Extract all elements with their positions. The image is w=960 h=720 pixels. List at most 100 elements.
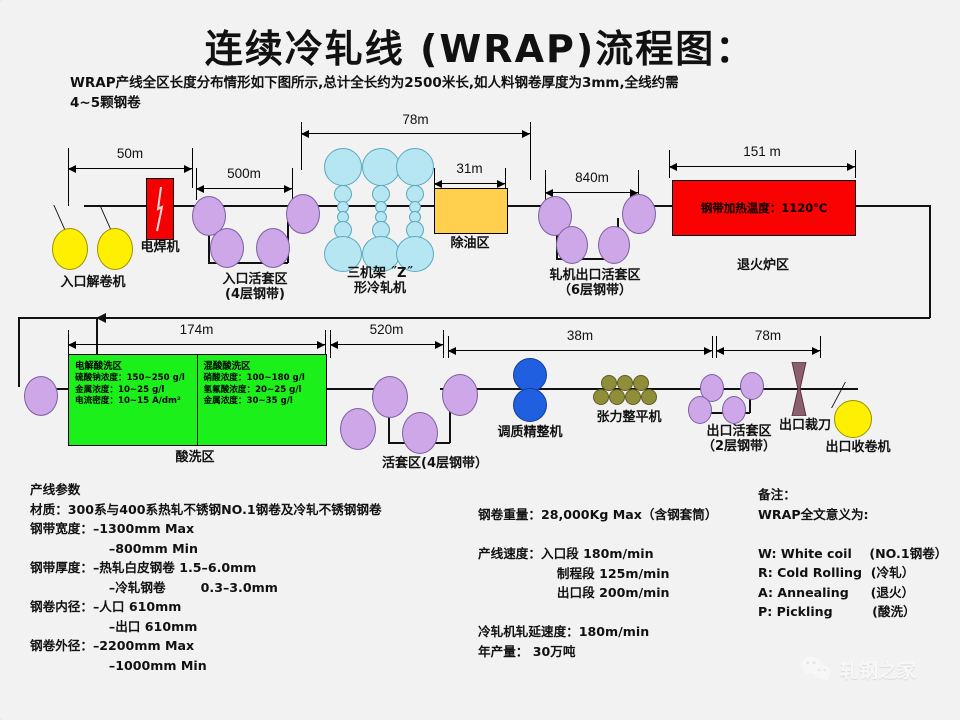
dim-label-174m: 174m (179, 322, 214, 337)
dim-line-78m (301, 129, 530, 138)
entry-looper-roller-bottom-right (256, 228, 290, 268)
pickling-electrolytic-line-3: 电流密度：10~15 A/dm² (75, 396, 181, 407)
entry-coil-2 (97, 228, 133, 270)
watermark: 轧钢之家 (800, 655, 916, 683)
pickling-mixed-acid-line-3: 金属浓度：30~35 g/l (203, 396, 293, 407)
welding-arc-icon (156, 186, 164, 232)
mill-stand-2 (360, 148, 400, 272)
label-row2-looper: 活套区(4层钢带） (382, 456, 488, 471)
row2-entry-roller (24, 376, 58, 416)
dim-label-520m: 520m (369, 322, 404, 337)
welding-machine-box (146, 178, 174, 240)
dim-line-520m (330, 340, 443, 349)
label-entry-looper: 入口活套区 (4层钢带) (222, 272, 288, 302)
label-temper-mill: 调质精整机 (497, 425, 563, 440)
pickling-electrolytic-line-1: 硫酸钠浓度：150~250 g/l (75, 373, 185, 384)
return-path-into-row2 (96, 317, 416, 319)
mill-exit-looper-roller-bottom-right (598, 226, 630, 264)
strip-path-welder-to-entry-looper (172, 205, 292, 207)
dim-tick-31m-right (505, 168, 506, 190)
dim-line-38m (448, 346, 712, 355)
row2-looper-roller-top-left (372, 376, 408, 418)
strip-path-mill-to-degrease (420, 205, 438, 207)
mill-stand-1-roller-top (324, 148, 362, 186)
dim-line-78m-row2 (716, 346, 820, 355)
degreasing-zone-box (434, 188, 508, 234)
pickling-electrolytic-line-2: 金属浓度：10~25 g/l (75, 384, 165, 395)
tension-leveler-roller-bottom-4 (641, 389, 657, 405)
tension-leveler-roller-top-2 (617, 375, 633, 391)
spec-block-line-parameters: 产线参数 材质：300系与400系热轧不锈钢NO.1钢卷及冷轧不锈钢钢卷 钢带宽… (30, 482, 382, 673)
page-title: 连续冷轧线 (WRAP)流程图： (204, 27, 756, 71)
return-path-left-vertical (18, 317, 20, 387)
dim-line-151m (669, 162, 855, 171)
entry-looper-roller-top-right (286, 194, 320, 234)
entry-looper-left-drop (208, 220, 210, 263)
dim-tick-151m-right (855, 150, 856, 178)
mill-exit-looper-roller-bottom-left (556, 226, 588, 264)
tension-leveler-roller-bottom-1 (593, 389, 609, 405)
dim-tick-500m-right (292, 168, 293, 200)
label-pickling-zone: 酸洗区 (175, 450, 215, 465)
exit-looper-roller-bottom-left (688, 396, 712, 424)
tension-leveler-roller-bottom-2 (609, 389, 625, 405)
row2-looper-roller-bottom-right (402, 412, 438, 454)
mill-stand-3 (394, 148, 434, 272)
dim-tick-78m-left (301, 122, 302, 170)
pickling-mixed-acid-line-1: 硝酸浓度：100~180 g/l (203, 373, 305, 384)
annealing-furnace-box: 钢带加热温度：1120℃ (672, 180, 856, 236)
dim-label-500m: 500m (227, 166, 261, 181)
dim-tick-520m-right (443, 330, 444, 358)
dim-label-50m: 50m (116, 146, 144, 161)
tension-leveler-roller-bottom-3 (625, 389, 641, 405)
dim-tick-38m-right (712, 336, 713, 358)
strip-path-degrease-to-exit-looper (500, 205, 550, 207)
dim-label-31m: 31m (456, 161, 483, 176)
dim-tick-50m-left (68, 148, 69, 206)
exit-looper-roller-top-right (740, 372, 764, 400)
mill-exit-looper-roller-top-right (622, 194, 656, 234)
dim-line-50m (68, 164, 192, 173)
dim-line-31m (434, 179, 505, 188)
spec-block-coil-and-speed: 钢卷重量：28,000Kg Max（含钢套筒） 产线速度：入口段 180m/mi… (478, 507, 718, 659)
return-path-row2-drop (96, 317, 98, 385)
label-uncoiler: 入口解卷机 (60, 275, 126, 290)
pickling-mixed-acid-line-2: 氢氟酸浓度：20~25 g/l (203, 384, 302, 395)
spec-block-wrap-legend: 备注： WRAP全文意义为: W: White coil (NO.1钢卷） R:… (758, 487, 948, 619)
label-annealing-zone: 退火炉区 (736, 258, 789, 273)
dim-label-840m: 840m (575, 170, 609, 185)
temper-mill-roller-top (513, 358, 547, 392)
temper-mill-roller-bottom (513, 388, 547, 422)
dim-tick-174m-right (325, 330, 326, 358)
exit-looper-right-rise (749, 392, 751, 413)
label-exit-shear: 出口裁刀 (778, 418, 831, 433)
row2-looper-left-drop (388, 402, 390, 443)
tension-leveler-roller-top-3 (633, 375, 649, 391)
dim-tick-50m-right (192, 148, 193, 188)
wechat-icon (801, 656, 831, 681)
strip-path-row2-looper-to-exit (440, 388, 858, 390)
exit-recoiler-coil (834, 400, 872, 438)
pickling-electrolytic-column: 电解酸洗区 硫酸钠浓度：150~250 g/l 金属浓度：10~25 g/l 电… (69, 355, 198, 445)
furnace-temperature-label: 钢带加热温度：1120℃ (700, 201, 828, 215)
entry-looper-roller-bottom-left (210, 228, 244, 268)
dim-label-151m: 151 m (743, 144, 781, 159)
exit-shear-icon (789, 362, 809, 416)
label-cold-rolling-mill: 三机架 ˝Z˝ 形冷轧机 (347, 266, 413, 296)
mill-stand-3-roller-top (396, 148, 434, 186)
label-exit-looper: 出口活套区 （2层钢带） (701, 424, 777, 454)
mill-stand-3-roller-bottom (396, 236, 434, 272)
entry-looper-bottom-line (208, 262, 288, 264)
label-recoiler: 出口收卷机 (825, 440, 891, 455)
dim-tick-500m-left (196, 168, 197, 200)
label-welding-machine: 电焊机 (140, 240, 180, 255)
dim-line-174m (68, 340, 325, 349)
return-path-horizontal (18, 317, 930, 319)
label-degreasing-zone: 除油区 (450, 236, 490, 251)
subtitle-text: WRAP产线全区长度分布情形如下图所示,总计全长约为2500米长,如人料钢卷厚度… (70, 75, 679, 111)
pickling-zone-box: 电解酸洗区 硫酸钠浓度：150~250 g/l 金属浓度：10~25 g/l 电… (68, 354, 327, 446)
dim-label-78m-row2: 78m (754, 328, 782, 343)
tension-leveler-roller-top-1 (601, 375, 617, 391)
row2-looper-right-rise (449, 402, 451, 443)
